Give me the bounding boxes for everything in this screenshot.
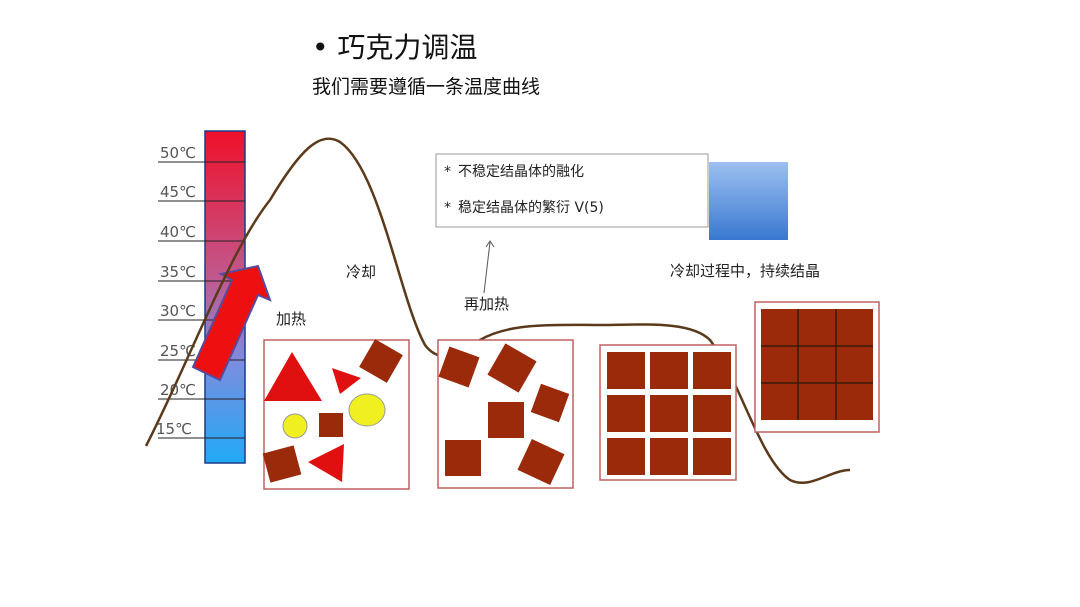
tick-20: 20℃ xyxy=(158,381,245,400)
tick-label: 50℃ xyxy=(160,144,196,162)
panel-solid-crystal xyxy=(754,301,880,433)
slide-subtitle: 我们需要遵循一条温度曲线 xyxy=(312,76,541,98)
tick-label: 40℃ xyxy=(160,223,196,241)
tick-label: 25℃ xyxy=(160,342,196,360)
pointer-arrow xyxy=(483,241,491,294)
tick-40: 40℃ xyxy=(158,223,245,242)
label-cool: 冷却 xyxy=(346,263,376,281)
note-1: 不稳定结晶体的融化 xyxy=(458,164,584,180)
slide-title: • 巧克力调温 xyxy=(312,31,478,64)
tick-50: 50℃ xyxy=(158,144,245,163)
tick-label: 15℃ xyxy=(156,420,192,438)
tick-label: 30℃ xyxy=(160,302,196,320)
tick-45: 45℃ xyxy=(158,183,245,202)
svg-text:*: * xyxy=(444,200,451,216)
tick-15: 15℃ xyxy=(156,420,245,439)
tick-label: 45℃ xyxy=(160,183,196,201)
note-2: 稳定结晶体的繁衍 V(5) xyxy=(458,200,604,216)
notes-box xyxy=(435,153,709,228)
panel-scattered-crystals xyxy=(437,339,574,489)
panel-mixed-crystals xyxy=(262,339,410,490)
panel-grid-crystals xyxy=(599,344,737,481)
blue-box xyxy=(709,162,788,240)
tick-label: 20℃ xyxy=(160,381,196,399)
label-cool-crystallize: 冷却过程中，持续结晶 xyxy=(670,262,820,280)
label-heat: 加热 xyxy=(276,310,306,328)
label-reheat: 再加热 xyxy=(464,295,509,313)
heating-arrow xyxy=(191,264,272,382)
tick-label: 35℃ xyxy=(160,263,196,281)
svg-text:*: * xyxy=(444,164,451,180)
